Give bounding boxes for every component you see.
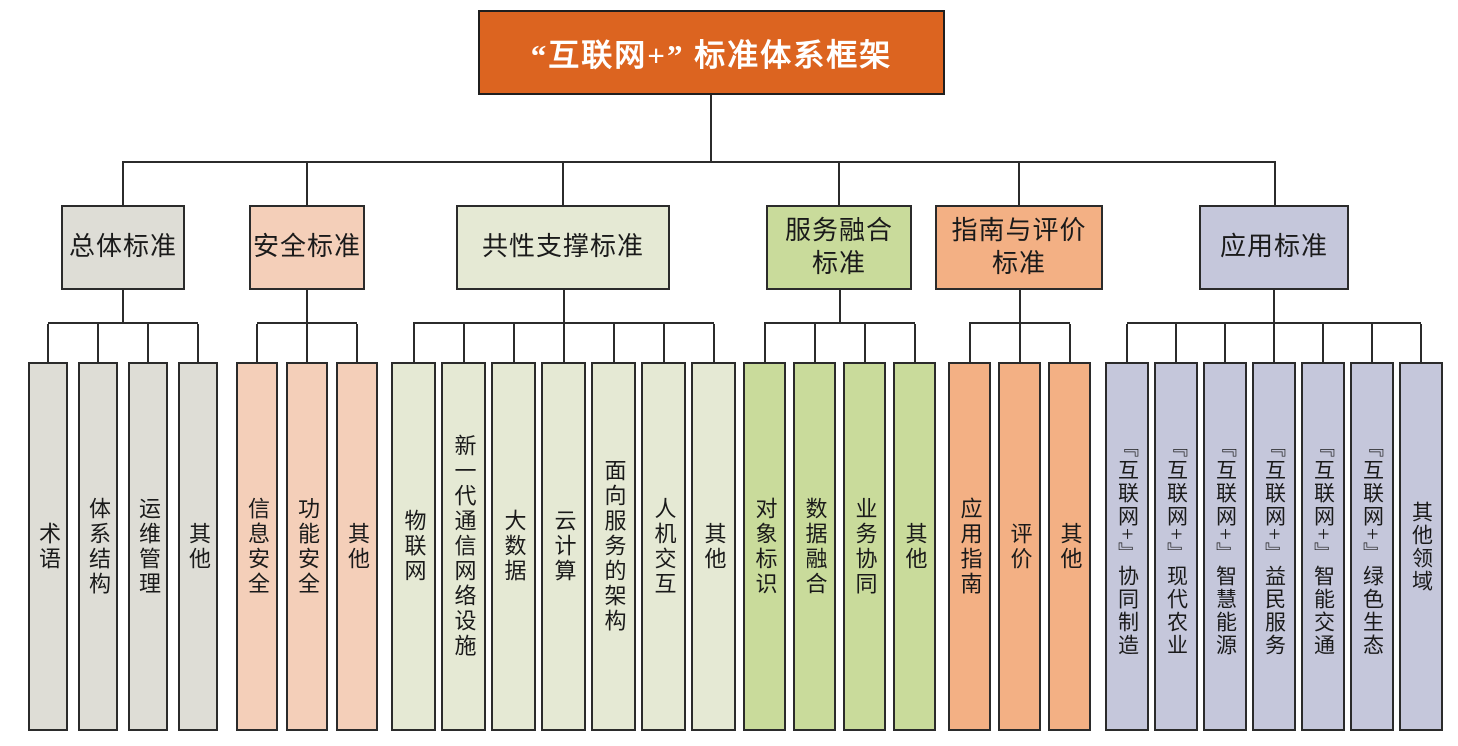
leaf-node: 『互联网+』益民服务 [1252, 324, 1296, 731]
leaf-node: 大数据 [491, 324, 536, 731]
leaf-node: 云计算 [541, 324, 586, 731]
leaf-node: 其他 [178, 324, 218, 731]
leaf-node: 『互联网+』智能交通 [1301, 324, 1345, 731]
connector-stub [122, 161, 124, 207]
leaf-node: 功能安全 [286, 324, 328, 731]
leaf-node: 『互联网+』智慧能源 [1203, 324, 1247, 731]
leaf-node: 新一代通信网络设施 [441, 324, 486, 731]
category-box-general: 总体标准 [61, 205, 185, 290]
connector-trunk-rail [122, 161, 1276, 163]
category-box-security: 安全标准 [249, 205, 365, 290]
leaf-node: 其他 [691, 324, 736, 731]
connector-stub [306, 161, 308, 207]
root-node: “互联网+” 标准体系框架 [478, 10, 945, 95]
leaf-node: 术语 [28, 324, 68, 731]
connector-stub [562, 161, 564, 207]
leaf-group-general: 术语 体系结构 运维管理 其他 [28, 290, 218, 731]
leaf-node: 评价 [998, 324, 1041, 731]
leaf-group-application: 『互联网+』协同制造 『互联网+』现代农业 『互联网+』智慧能源 『互联网+』益… [1105, 290, 1443, 731]
leaf-node: 『互联网+』绿色生态 [1350, 324, 1394, 731]
leaf-node: 『互联网+』现代农业 [1154, 324, 1198, 731]
leaf-group-security: 信息安全 功能安全 其他 [236, 290, 378, 731]
leaf-node: 对象标识 [743, 324, 786, 731]
category-box-service-fusion: 服务融合 标准 [766, 205, 912, 290]
connector-root-stub [710, 95, 712, 163]
leaf-node: 其他领域 [1399, 324, 1443, 731]
leaf-group-common-support: 物联网 新一代通信网络设施 大数据 云计算 面向服务的架构 人机交互 其他 [391, 290, 736, 731]
leaf-node: 体系结构 [78, 324, 118, 731]
leaf-node: 其他 [1048, 324, 1091, 731]
leaf-node: 业务协同 [843, 324, 886, 731]
root-title: “互联网+” 标准体系框架 [530, 38, 893, 73]
connector-stub [838, 161, 840, 207]
leaf-group-service-fusion: 对象标识 数据融合 业务协同 其他 [743, 290, 936, 731]
category-box-application: 应用标准 [1199, 205, 1349, 290]
category-box-common-support: 共性支撑标准 [456, 205, 670, 290]
leaf-node: 数据融合 [793, 324, 836, 731]
leaf-node: 人机交互 [641, 324, 686, 731]
connector-stub [1274, 161, 1276, 207]
category-box-guide-evaluation: 指南与评价 标准 [935, 205, 1103, 290]
leaf-node: 其他 [893, 324, 936, 731]
leaf-node: 其他 [336, 324, 378, 731]
leaf-node: 信息安全 [236, 324, 278, 731]
leaf-node: 应用指南 [948, 324, 991, 731]
leaf-node: 运维管理 [128, 324, 168, 731]
leaf-node: 『互联网+』协同制造 [1105, 324, 1149, 731]
connector-stub [1018, 161, 1020, 207]
leaf-group-guide-evaluation: 应用指南 评价 其他 [948, 290, 1091, 731]
leaf-node: 物联网 [391, 324, 436, 731]
leaf-node: 面向服务的架构 [591, 324, 636, 731]
